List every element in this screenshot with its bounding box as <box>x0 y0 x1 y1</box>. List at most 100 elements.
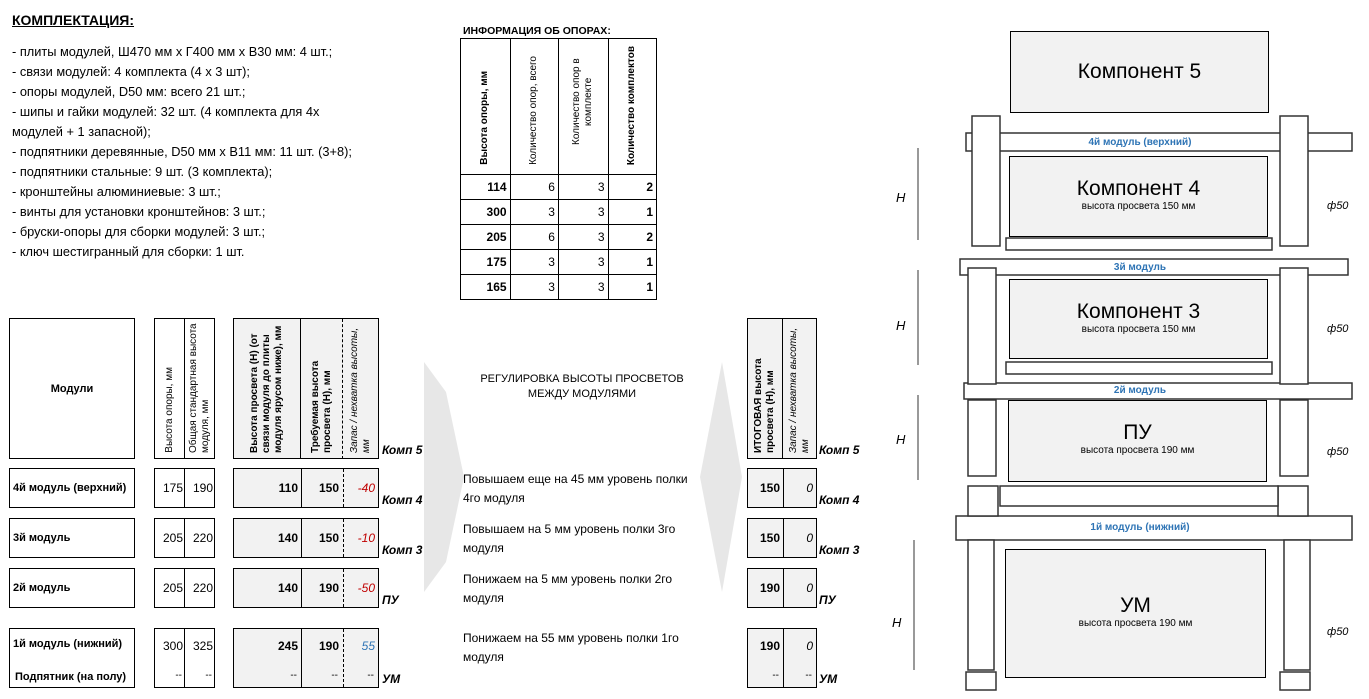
divider <box>301 519 302 557</box>
shelf-plate <box>959 258 1349 276</box>
divider <box>343 569 344 607</box>
row-label-comp5: Комп 5 <box>382 443 423 457</box>
modules-header-support: Высота опоры, мм Общая стандартная высот… <box>154 318 215 459</box>
row-label-comp3: Комп 3 <box>382 543 423 557</box>
result-diff: 0 <box>806 481 813 495</box>
component-box: Компонент 5 <box>1010 31 1269 113</box>
kit-item: - кронштейны алюминиевые: 3 шт.; <box>12 184 221 199</box>
module-name-box: 2й модуль <box>9 568 135 608</box>
table-row: 205 6 3 2 <box>460 224 658 250</box>
divider <box>184 519 185 557</box>
divider <box>343 469 344 507</box>
row-label-comp3: Комп 3 <box>819 543 860 557</box>
diameter-label: ф50 <box>1327 626 1349 638</box>
adjust-title: РЕГУЛИРОВКА ВЫСОТЫ ПРОСВЕТОВ МЕЖДУ МОДУЛ… <box>480 373 684 400</box>
foot-req: -- <box>331 670 338 681</box>
row-label-pu: ПУ <box>819 593 836 607</box>
support-height: 175 <box>162 481 183 495</box>
clearance-value: 110 <box>278 481 298 495</box>
kit-item: - винты для установки кронштейнов: 3 шт.… <box>12 204 266 219</box>
divider <box>301 469 302 507</box>
module-label: 1й модуль (нижний) <box>1090 522 1190 533</box>
kit-item: - ключ шестигранный для сборки: 1 шт. <box>12 244 245 259</box>
clearance-value: 245 <box>277 639 298 653</box>
divider <box>783 469 784 507</box>
required-value: 190 <box>318 581 339 595</box>
support-height: 114 <box>460 174 511 200</box>
module-name-box: 4й модуль (верхний) <box>9 468 135 508</box>
divider <box>184 629 185 687</box>
divider <box>783 519 784 557</box>
modules-header: Модули <box>9 318 135 459</box>
foot-std: -- <box>205 670 212 681</box>
kit-list: - плиты модулей, Ш470 мм х Г400 мм х В30… <box>12 42 372 262</box>
rack-drawing <box>913 115 1353 691</box>
supports-header: Количество опор, всего <box>509 38 559 175</box>
result-total: 150 <box>759 481 780 495</box>
diameter-label: ф50 <box>1327 446 1349 458</box>
row-label-um: УМ <box>819 672 838 686</box>
kit-item: - шипы и гайки модулей: 32 шт. (4 компле… <box>12 104 320 139</box>
module-name: 4й модуль (верхний) <box>13 482 127 494</box>
support-height: 205 <box>460 224 511 250</box>
result-total: 150 <box>759 531 780 545</box>
kit-item: - опоры модулей, D50 мм: всего 21 шт.; <box>12 84 246 99</box>
row-label-comp4: Комп 4 <box>819 493 860 507</box>
module-name-box: 1й модуль (нижний) <box>9 628 135 688</box>
diameter-label: ф50 <box>1327 200 1349 212</box>
result-diff: 0 <box>806 531 813 545</box>
diameter-label: ф50 <box>1327 323 1349 335</box>
arrow-right-icon <box>700 362 742 592</box>
module-label: 3й модуль <box>1113 262 1167 273</box>
module-name-box: 3й модуль <box>9 518 135 558</box>
adjust-note: Понижаем на 5 мм уровень полки 2го модул… <box>463 572 673 605</box>
kit-item: - подпятники стальные: 9 шт. (3 комплект… <box>12 164 273 179</box>
foot-name: Подпятник (на полу) <box>15 671 127 683</box>
component-box: УМ высота просвета 190 мм <box>1005 549 1266 678</box>
divider <box>343 629 344 687</box>
adjust-note: Повышаем еще на 45 мм уровень полки 4го … <box>463 472 688 505</box>
dimension-label: H <box>896 190 906 205</box>
supports-header: Высота опоры, мм <box>460 38 511 175</box>
support-total: 6 <box>509 224 559 250</box>
supports-header: Количество опор в комплекте <box>557 38 609 175</box>
divider <box>184 569 185 607</box>
table-row: 300 3 3 1 <box>460 199 658 225</box>
result-total: 190 <box>759 581 780 595</box>
module-support-box: 175 190 <box>154 468 215 508</box>
supports-table: Высота опоры, мм Количество опор, всего … <box>460 38 658 300</box>
diff-value: -10 <box>357 531 375 545</box>
row-label-pu: ПУ <box>382 593 399 607</box>
support-total: 6 <box>509 174 559 200</box>
module-label: 4й модуль (верхний) <box>1088 137 1192 148</box>
dimension-label: H <box>896 318 906 333</box>
result-diff: 0 <box>806 639 813 653</box>
kit-item: - связи модулей: 4 комплекта (4 х 3 шт); <box>12 64 250 79</box>
support-per-set: 3 <box>557 174 609 200</box>
shelf-plate <box>955 515 1353 541</box>
diff-value: 55 <box>361 639 375 653</box>
row-label-comp5: Комп 5 <box>819 443 860 457</box>
required-value: 150 <box>318 481 339 495</box>
clearance-value: 140 <box>277 581 298 595</box>
support-height: 165 <box>460 274 511 300</box>
kit-item: - плиты модулей, Ш470 мм х Г400 мм х В30… <box>12 44 333 59</box>
component-box: Компонент 4 высота просвета 150 мм <box>1009 156 1268 237</box>
supports-title: ИНФОРМАЦИЯ ОБ ОПОРАХ: <box>463 25 611 37</box>
module-name: 2й модуль <box>13 582 71 594</box>
std-height: 190 <box>192 481 213 495</box>
foot-total: -- <box>772 670 779 681</box>
support-total: 3 <box>509 249 559 275</box>
support-total: 3 <box>509 199 559 225</box>
support-height: 300 <box>460 199 511 225</box>
dimension-label: H <box>896 432 906 447</box>
row-label-comp4: Комп 4 <box>382 493 423 507</box>
module-name: 3й модуль <box>13 532 71 544</box>
